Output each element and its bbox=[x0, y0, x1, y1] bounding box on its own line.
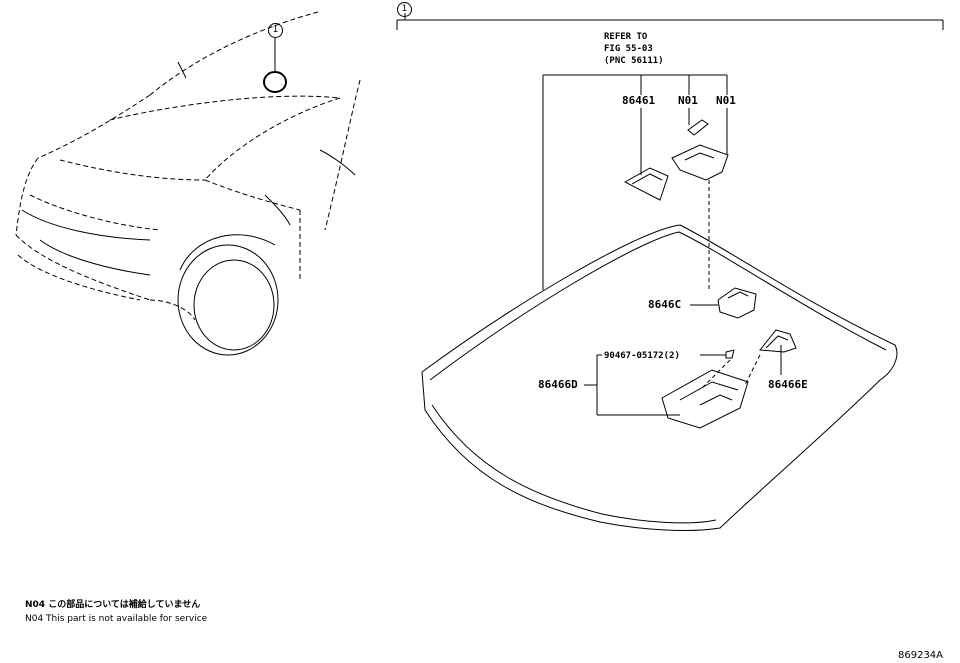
vehicle-solid-lines bbox=[21, 38, 356, 356]
windshield-glass bbox=[421, 224, 898, 531]
refer-to-line1: REFER TO bbox=[604, 32, 648, 42]
part-n01-bracket bbox=[671, 144, 729, 181]
callout-marker-vehicle: 1 bbox=[268, 23, 283, 38]
vehicle-illustration bbox=[15, 11, 361, 321]
refer-to-line3: (PNC 56111) bbox=[604, 56, 664, 66]
part-n01-clip bbox=[687, 119, 709, 136]
refer-to-line2: FIG 55-03 bbox=[604, 44, 653, 54]
part-8646c-shape bbox=[717, 287, 757, 319]
part-86461-shape bbox=[623, 167, 669, 201]
callout-marker-top: 1 bbox=[397, 2, 412, 17]
assembly-bracket bbox=[396, 13, 944, 30]
part-86466d-shape bbox=[661, 369, 749, 429]
leader-lines bbox=[542, 74, 782, 416]
part-90467-screw bbox=[725, 349, 735, 359]
note-japanese: N04 この部品については補給していません bbox=[25, 600, 201, 610]
note-english: N04 This part is not available for servi… bbox=[25, 614, 208, 624]
label-90467: 90467-05172(2) bbox=[604, 351, 680, 361]
label-86466d: 86466D bbox=[538, 378, 578, 391]
part-86466e-shape bbox=[759, 329, 797, 353]
label-n01-a: N01 bbox=[678, 94, 698, 107]
label-86461: 86461 bbox=[622, 94, 656, 107]
figure-id: 869234A bbox=[898, 650, 944, 661]
label-8646c: 8646C bbox=[648, 298, 682, 311]
label-86466e: 86466E bbox=[768, 378, 808, 391]
label-n01-b: N01 bbox=[716, 94, 736, 107]
